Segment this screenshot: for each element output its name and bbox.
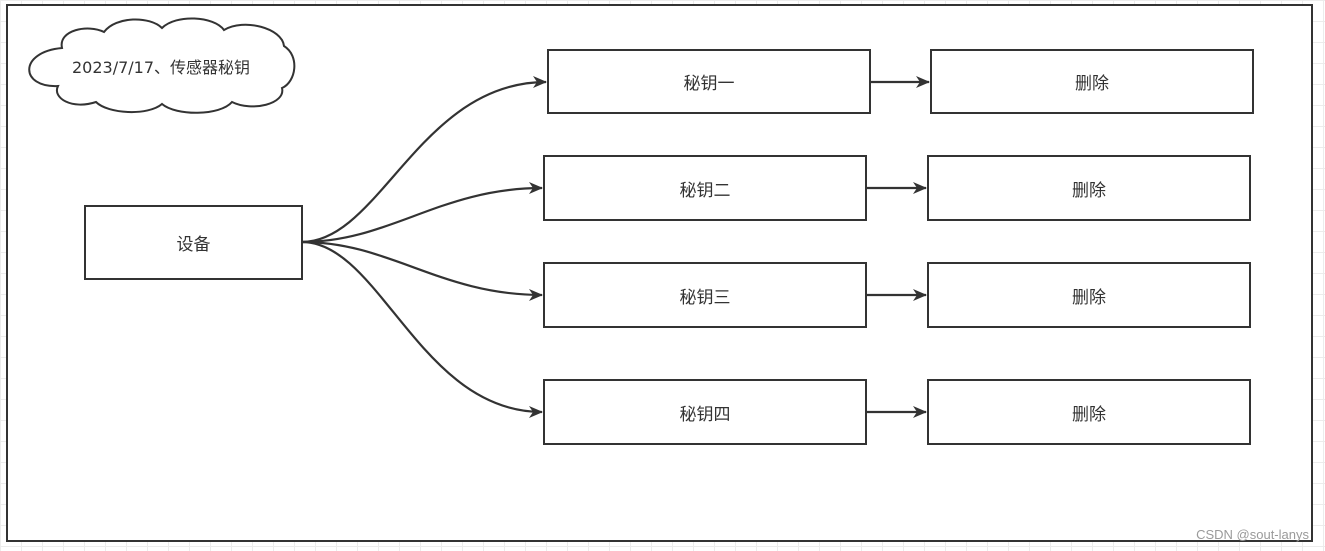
device-node[interactable]: 设备: [84, 205, 303, 280]
delete-node-1[interactable]: 删除: [930, 49, 1254, 114]
key-node-4[interactable]: 秘钥四: [543, 379, 867, 445]
delete-node-4-label: 删除: [1072, 404, 1106, 425]
delete-node-3[interactable]: 删除: [927, 262, 1251, 328]
key-node-4-label: 秘钥四: [679, 404, 731, 425]
key-node-1-label: 秘钥一: [683, 74, 735, 94]
delete-node-2-label: 删除: [1072, 180, 1106, 201]
delete-node-3-label: 删除: [1072, 287, 1106, 308]
key-node-2-label: 秘钥二: [679, 180, 731, 201]
delete-node-4[interactable]: 删除: [927, 379, 1251, 445]
cloud-note-label: 2023/7/17、传感器秘钥: [71, 58, 251, 77]
key-node-2[interactable]: 秘钥二: [543, 155, 867, 221]
delete-node-1-label: 删除: [1075, 74, 1109, 94]
delete-node-2[interactable]: 删除: [927, 155, 1251, 221]
key-node-3-label: 秘钥三: [679, 287, 731, 308]
device-node-label: 设备: [176, 235, 211, 255]
key-node-3[interactable]: 秘钥三: [543, 262, 867, 328]
key-node-1[interactable]: 秘钥一: [547, 49, 871, 114]
watermark: CSDN @sout-lanys: [1196, 527, 1309, 542]
